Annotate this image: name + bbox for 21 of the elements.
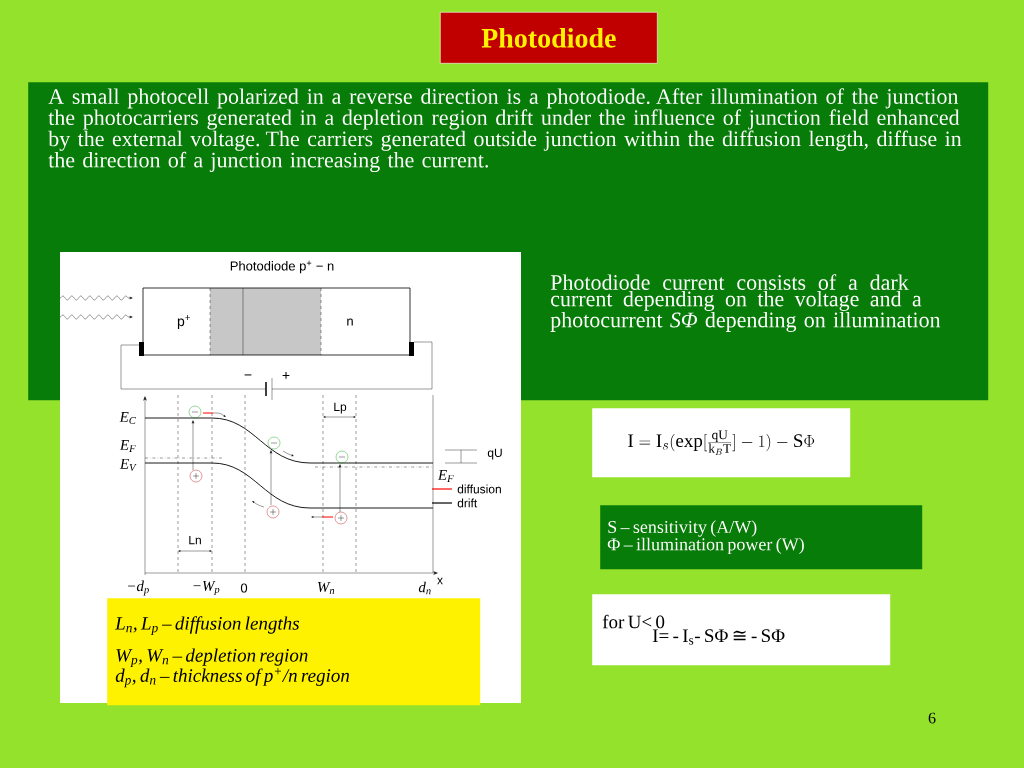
page-number: 6 xyxy=(928,712,936,724)
formula-box: $\mathrm{I}=\mathrm{I}_{s}(\exp[\frac{\mathrm{qU}}{\mathrm{k}_{B}\mathrm{T}}]-1)-\mathrm{S}\Phi$ xyxy=(592,408,851,478)
axis-label: x xyxy=(437,577,443,585)
energy-label: E$_{V}$ xyxy=(119,458,137,472)
polarity-sign: − xyxy=(244,374,252,376)
definition-box: S – sensitivity (A/W) Φ – illumination power (W) xyxy=(600,505,923,570)
region-label: p$^{+}$ xyxy=(177,315,190,329)
legend-box: L$_{n}$, L$_{p}$ – diffusion lengths W$_{p}$, W$_{n}$ – depletion region d$_{p}$, d$_{n}$ – thickness of p$^{+}$/n region xyxy=(107,598,481,706)
figure-title: Photodiode p$^{+}$ − n xyxy=(230,260,334,274)
energy-label: qU xyxy=(487,448,502,460)
energy-label: E$_{F}$ xyxy=(119,440,136,452)
paragraph: A small photocell polarized in a reverse direction is a photodiode. After illumination of the junction the photocarriers generated in a depletion region drift under the influence of junction field enhanced by the external voltage. The carriers generated outside junction within the diffusion length, diffuse in the direction of a junction increasing the current. xyxy=(48,88,962,173)
energy-label: E$_{F}$ xyxy=(437,470,454,482)
condition-box: for U< 0 I= - I$_{s}$- SΦ ≅ - SΦ xyxy=(592,594,891,666)
legend-item: diffusion xyxy=(431,484,501,494)
paragraph: Photodiode current consists of a dark current depending on the voltage and a photocurrent SΦ depending on illumination xyxy=(550,274,941,332)
length-label: Ln xyxy=(189,535,201,545)
polarity-sign: + xyxy=(282,371,290,379)
region-label: n xyxy=(347,318,353,326)
title-box: Photodiode xyxy=(440,12,658,64)
legend-item: drift xyxy=(431,498,478,508)
